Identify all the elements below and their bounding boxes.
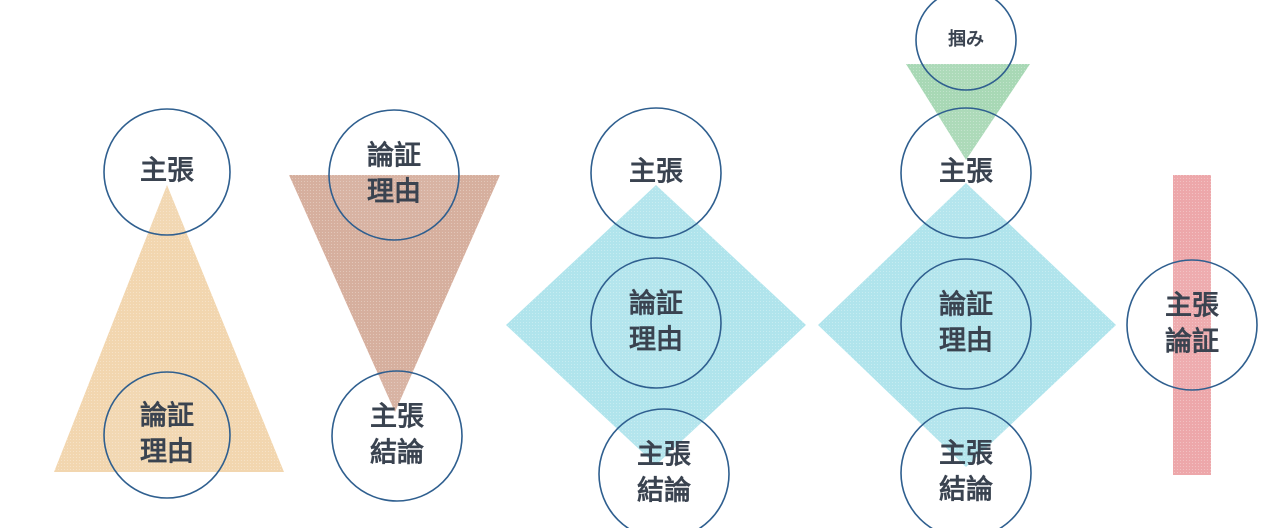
node-label: 結論 bbox=[370, 437, 424, 469]
node-circle bbox=[900, 107, 1032, 239]
node-label: 論証 bbox=[629, 288, 683, 320]
node-label: 主張 bbox=[939, 157, 994, 188]
node-label: 主張 bbox=[1165, 291, 1220, 322]
node-pyramid-0: 主張 bbox=[103, 108, 231, 236]
node-label: 主張 bbox=[370, 402, 425, 433]
node-circle bbox=[1126, 259, 1258, 391]
node-diamond-0: 主張 bbox=[590, 107, 722, 239]
node-circle bbox=[900, 258, 1032, 390]
node-circle bbox=[103, 108, 231, 236]
node-label: 理由 bbox=[367, 177, 421, 208]
node-circle bbox=[900, 407, 1032, 528]
node-label: 結論 bbox=[939, 474, 993, 506]
node-circle bbox=[590, 107, 722, 239]
node-label: 理由 bbox=[939, 326, 993, 357]
node-label: 主張 bbox=[140, 156, 195, 187]
node-circle bbox=[328, 109, 460, 241]
node-circle bbox=[103, 371, 231, 499]
node-diamond-with-hook-1: 主張 bbox=[900, 107, 1032, 239]
node-label: 論証 bbox=[140, 400, 194, 432]
node-label: 論証 bbox=[939, 289, 993, 321]
node-label: 主張 bbox=[629, 157, 684, 188]
node-label: 主張 bbox=[939, 439, 994, 470]
node-circle bbox=[331, 370, 463, 502]
texture-layer bbox=[54, 64, 1211, 475]
node-label: 掴み bbox=[948, 28, 984, 50]
node-label: 結論 bbox=[637, 475, 691, 507]
node-circle bbox=[590, 257, 722, 389]
node-diamond-with-hook-0: 掴み bbox=[915, 0, 1017, 91]
node-label: 主張 bbox=[637, 440, 692, 471]
node-label: 理由 bbox=[629, 325, 683, 356]
node-label: 論証 bbox=[1165, 326, 1219, 358]
node-circle bbox=[598, 408, 730, 528]
node-circle bbox=[915, 0, 1017, 91]
node-label: 論証 bbox=[367, 140, 421, 172]
node-label: 理由 bbox=[140, 437, 194, 468]
